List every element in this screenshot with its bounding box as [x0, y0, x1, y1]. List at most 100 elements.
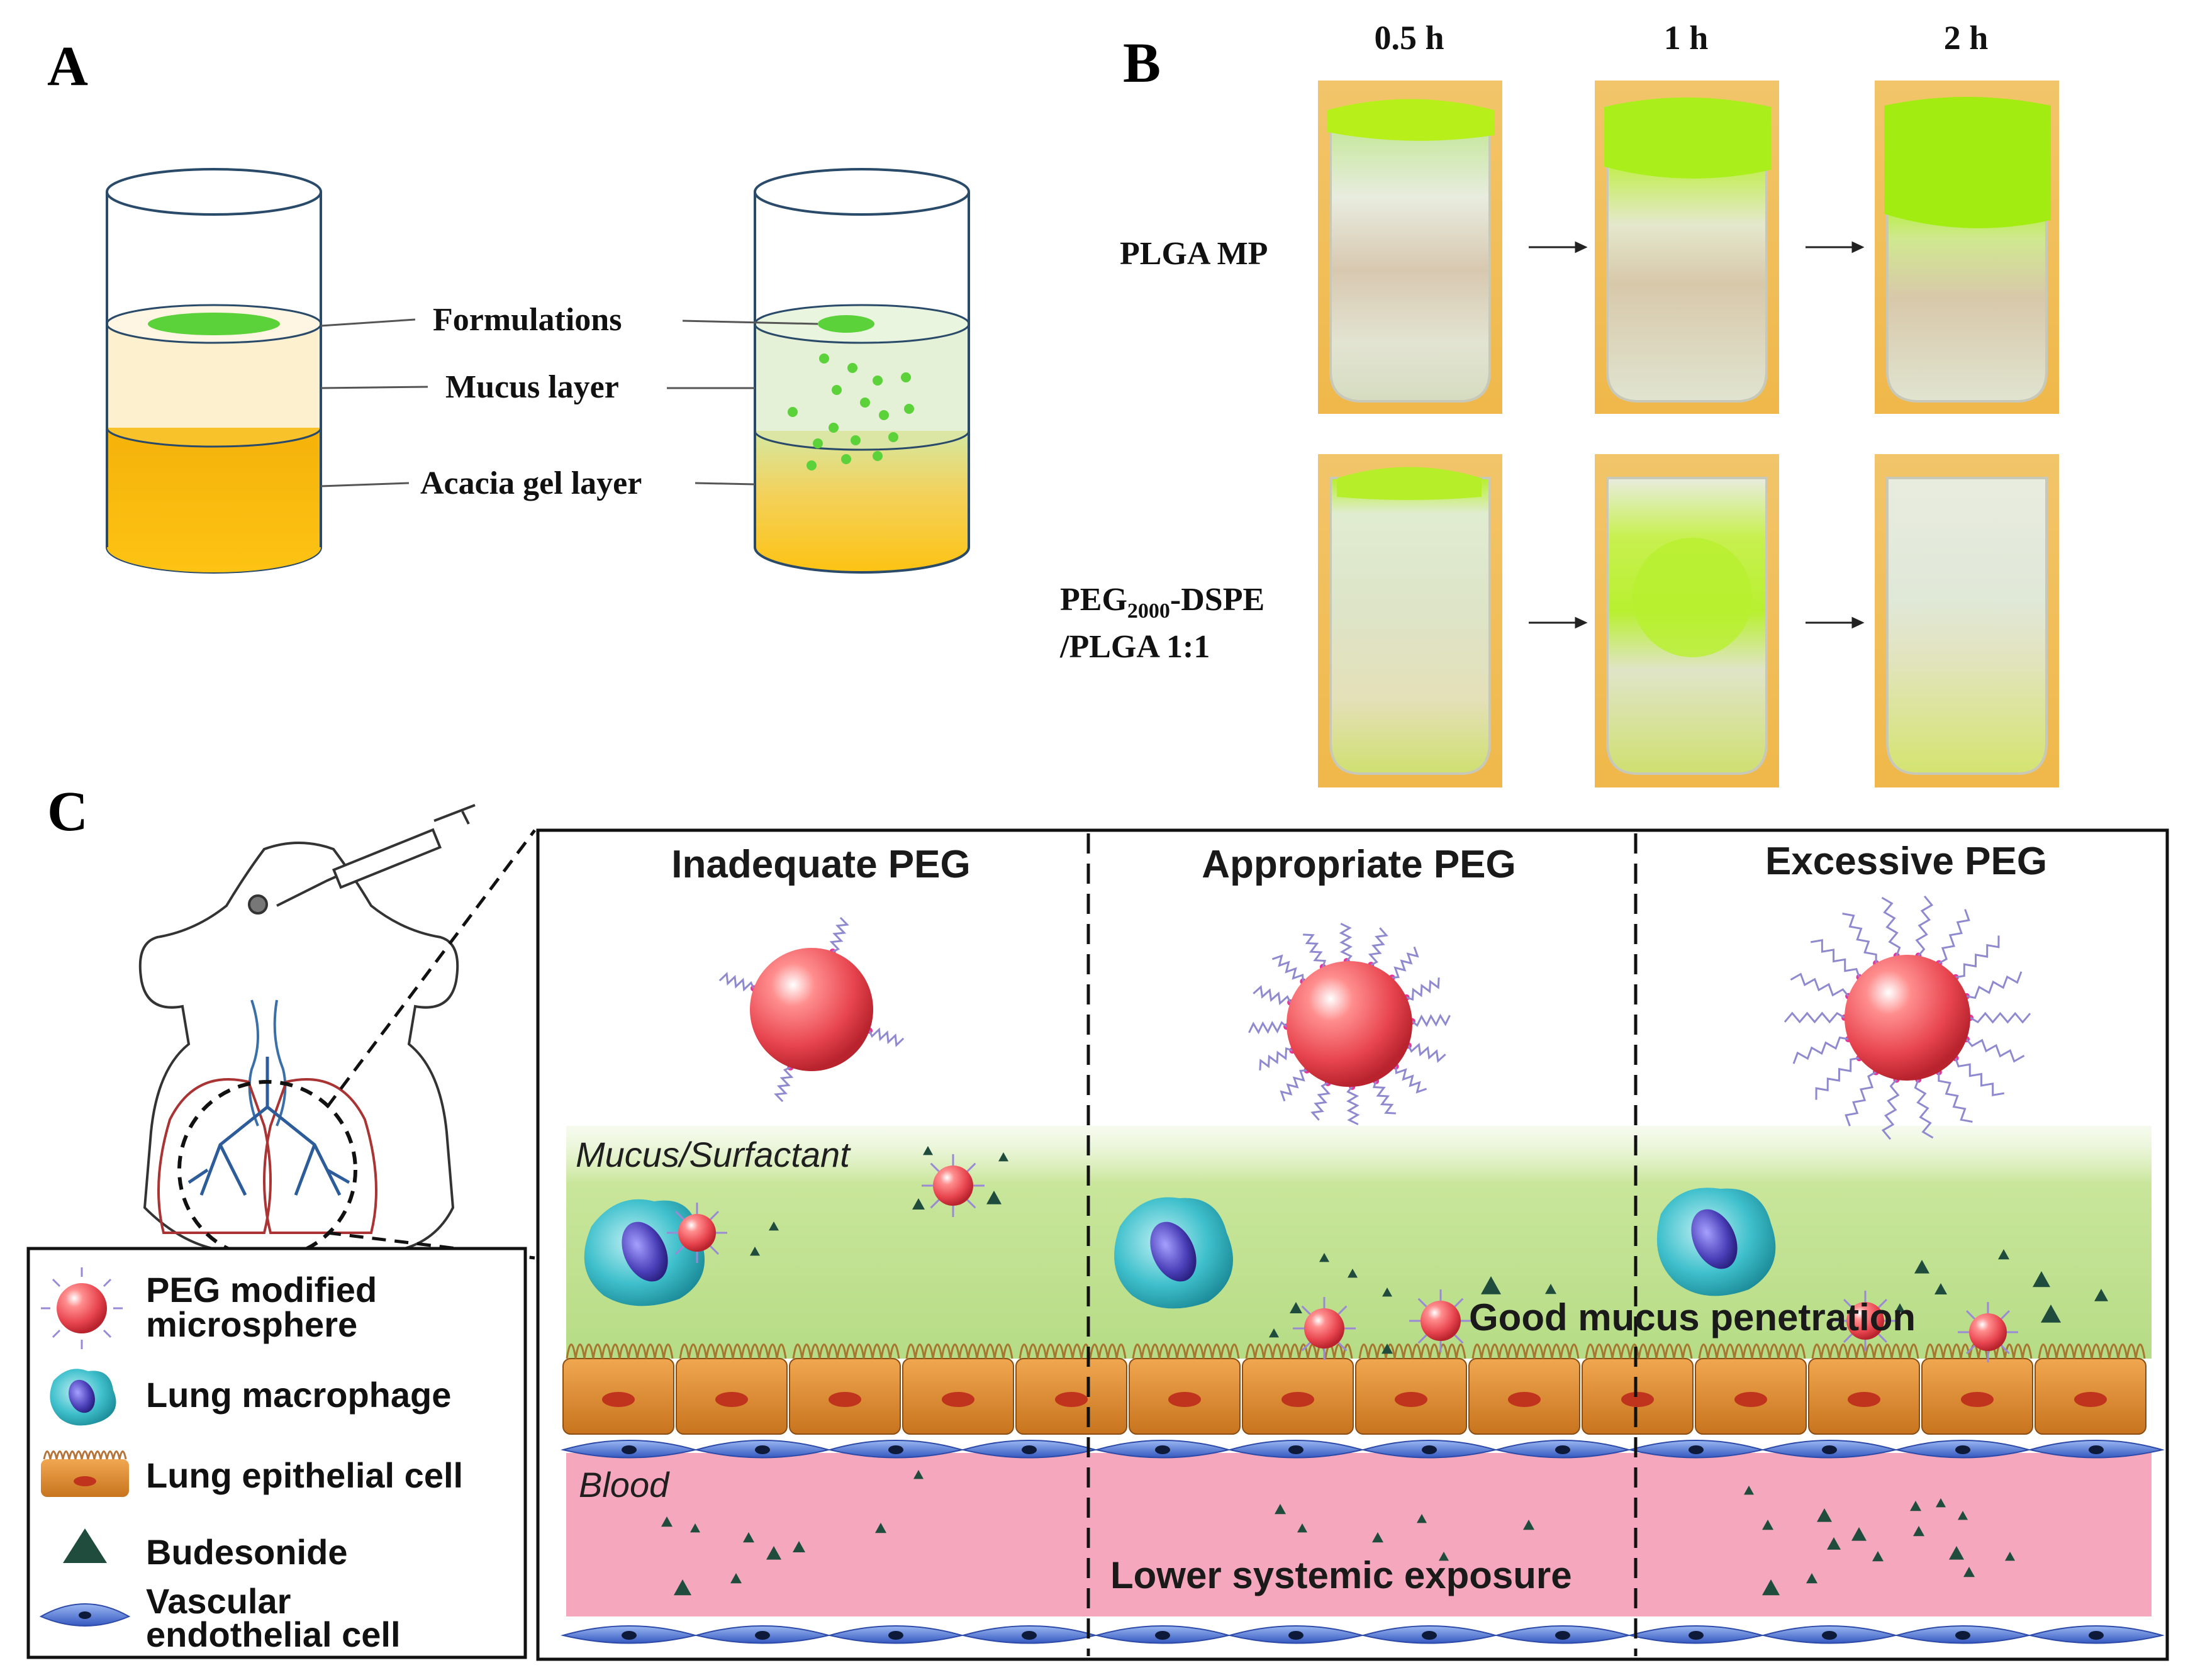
label-mucus-surfactant: Mucus/Surfactant — [576, 1135, 851, 1174]
rat-illustration — [138, 804, 476, 1253]
epithelial-cell — [1695, 1343, 1807, 1435]
column-dividers — [1086, 833, 1638, 1656]
time-label-1: 1 h — [1664, 19, 1709, 57]
epithelial-cell — [1015, 1343, 1127, 1435]
small-microsphere — [922, 1154, 985, 1217]
budesonide-triangle — [674, 1579, 691, 1596]
budesonide-triangle — [1998, 1249, 2009, 1260]
time-label-2: 2 h — [1944, 19, 1989, 57]
endothelial-cell — [961, 1625, 1098, 1644]
budesonide-triangle — [1275, 1504, 1286, 1515]
panel-b-arrows — [1529, 241, 1865, 629]
acacia-layer-left — [107, 428, 321, 572]
budesonide-triangle — [1963, 1567, 1975, 1577]
budesonide-triangle — [2041, 1305, 2061, 1323]
tube-row-plga — [1318, 81, 2059, 414]
budesonide-triangle — [1382, 1288, 1392, 1297]
macrophage-col3 — [1656, 1188, 1776, 1296]
tube-peg-0h5 — [1318, 454, 1502, 787]
legend-budesonide-icon — [63, 1528, 107, 1563]
tube-plga-0h5 — [1318, 81, 1502, 414]
budesonide-triangle — [2094, 1289, 2108, 1301]
budesonide-triangle — [923, 1146, 933, 1155]
time-label-0: 0.5 h — [1374, 19, 1444, 57]
budesonide-triangle — [1936, 1498, 1946, 1508]
epithelial-cell — [1468, 1343, 1580, 1435]
acacia-layer-right — [755, 431, 969, 572]
legend-macrophage-label: Lung macrophage — [146, 1375, 451, 1415]
budesonide-triangle — [1806, 1573, 1817, 1584]
mucus-zone — [566, 1126, 2152, 1359]
budesonide-triangle — [1382, 1343, 1393, 1354]
budesonide-triangle — [1827, 1537, 1841, 1550]
budesonide-triangle — [1895, 1303, 1905, 1313]
small-microsphere — [667, 1203, 727, 1263]
budesonide-triangle — [1872, 1551, 1884, 1562]
budesonide-triangle — [769, 1221, 779, 1231]
budesonide-triangle — [1817, 1508, 1832, 1522]
epithelial-layer — [562, 1343, 2146, 1435]
scheme-box: Inadequate PEG Appropriate PEG Excessive… — [536, 828, 2169, 1661]
blood-zone — [566, 1453, 2152, 1616]
budesonide-triangle — [1762, 1579, 1780, 1596]
budesonide-triangle — [1290, 1302, 1302, 1313]
epithelial-cell — [562, 1343, 674, 1435]
budesonide-triangle — [875, 1523, 886, 1533]
budesonide-triangle — [1949, 1546, 1964, 1560]
endothelial-row-top — [561, 1440, 2165, 1459]
row-label-peg-dspe: PEG2000-DSPE — [1060, 582, 1264, 623]
budesonide-triangle — [2033, 1271, 2050, 1288]
tube-row-peg — [1318, 454, 2059, 787]
tube-plga-2h — [1875, 81, 2059, 414]
epithelial-cell — [789, 1343, 901, 1435]
budesonide-triangle — [661, 1516, 673, 1527]
budesonide-triangle — [1523, 1520, 1534, 1530]
microsphere-inadequate — [718, 916, 905, 1103]
column-title-excessive: Excessive PEG — [1765, 840, 2047, 883]
budesonide-triangle — [1481, 1276, 1501, 1294]
epithelial-cell — [676, 1343, 788, 1435]
panel-c-letter: C — [47, 781, 88, 843]
epithelial-cell — [1582, 1343, 1694, 1435]
small-microsphere — [1409, 1289, 1472, 1352]
budesonide-triangle — [1744, 1486, 1754, 1495]
budesonide-triangle — [743, 1532, 754, 1543]
tube-plga-1h — [1595, 81, 1779, 414]
legend-microsphere-line2: microsphere — [146, 1305, 357, 1344]
budesonide-triangle — [1910, 1501, 1921, 1511]
budesonide-triangle — [1439, 1552, 1449, 1561]
budesonide-triangle — [1913, 1526, 1924, 1537]
budesonide-triangle — [1851, 1527, 1867, 1541]
panel-a-beaker-right — [754, 168, 970, 574]
macrophage-col1 — [584, 1199, 705, 1306]
budesonide-triangle — [1914, 1260, 1929, 1274]
small-microspheres — [667, 1154, 2018, 1362]
budesonide-triangle — [1269, 1328, 1279, 1338]
label-mucus-layer: Mucus layer — [445, 369, 619, 405]
epithelial-cell — [1808, 1343, 1920, 1435]
legend-microsphere-line1: PEG modified — [146, 1270, 377, 1310]
budesonide-triangle — [2005, 1552, 2015, 1561]
row-label-plga-mp: PLGA MP — [1120, 236, 1268, 272]
legend-box: PEG modified microsphere Lung macrophage… — [26, 1247, 527, 1659]
budesonide-triangle — [1319, 1253, 1329, 1262]
legend-endothelial-line1: Vascular — [146, 1581, 291, 1621]
label-acacia-gel-layer: Acacia gel layer — [420, 465, 642, 501]
budesonide-triangle — [1934, 1283, 1947, 1294]
small-microsphere — [1958, 1302, 2018, 1362]
budesonide-triangle — [730, 1573, 742, 1584]
endothelial-cell — [694, 1440, 831, 1459]
budesonide-triangle — [766, 1546, 781, 1560]
epithelial-cell — [902, 1343, 1014, 1435]
label-lower-systemic-exposure: Lower systemic exposure — [1110, 1554, 1572, 1596]
tube-peg-2h — [1875, 454, 2059, 787]
label-formulations: Formulations — [433, 302, 622, 338]
legend-macrophage-icon — [50, 1369, 116, 1426]
diffusing-particles — [788, 353, 914, 470]
legend-budesonide-label: Budesonide — [146, 1532, 347, 1572]
panel-a-beaker-left — [106, 168, 322, 574]
zoom-dashed-lines — [326, 829, 536, 1260]
endothelial-cell — [2028, 1440, 2165, 1459]
legend-epithelial-icon — [41, 1450, 129, 1497]
